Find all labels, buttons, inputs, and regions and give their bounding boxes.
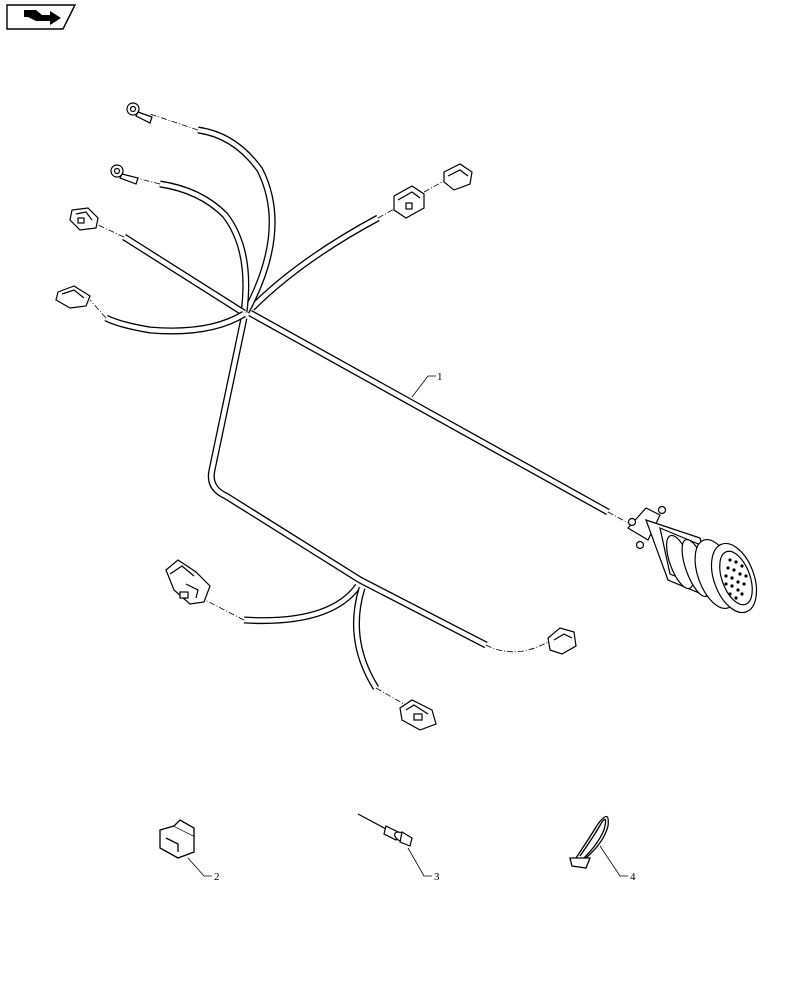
forward-arrow-icon — [6, 4, 77, 30]
ring-terminal-icon — [110, 164, 139, 185]
callout-2: 2 — [187, 857, 220, 883]
callout-4: 4 — [599, 845, 636, 883]
rivet-icon — [357, 813, 413, 847]
connector-pair-icon — [393, 163, 473, 219]
connector-icon — [55, 285, 91, 309]
connector-icon — [547, 627, 577, 655]
callout-3: 3 — [407, 847, 440, 883]
ring-terminal-icon — [126, 102, 153, 124]
connector-icon — [399, 699, 437, 731]
callout-label-2: 2 — [214, 871, 220, 883]
next-page-button[interactable] — [6, 4, 77, 30]
callout-1: 1 — [411, 371, 443, 398]
weatherpack-connector-icon — [165, 559, 211, 605]
clip-icon — [159, 819, 195, 859]
connector-icon — [69, 207, 99, 231]
wire-harness — [89, 113, 633, 705]
callout-label-1: 1 — [437, 371, 443, 383]
cable-tie-icon — [569, 815, 609, 869]
round-connector-icon — [627, 505, 758, 614]
callout-label-4: 4 — [630, 871, 636, 883]
callout-label-3: 3 — [434, 871, 440, 883]
